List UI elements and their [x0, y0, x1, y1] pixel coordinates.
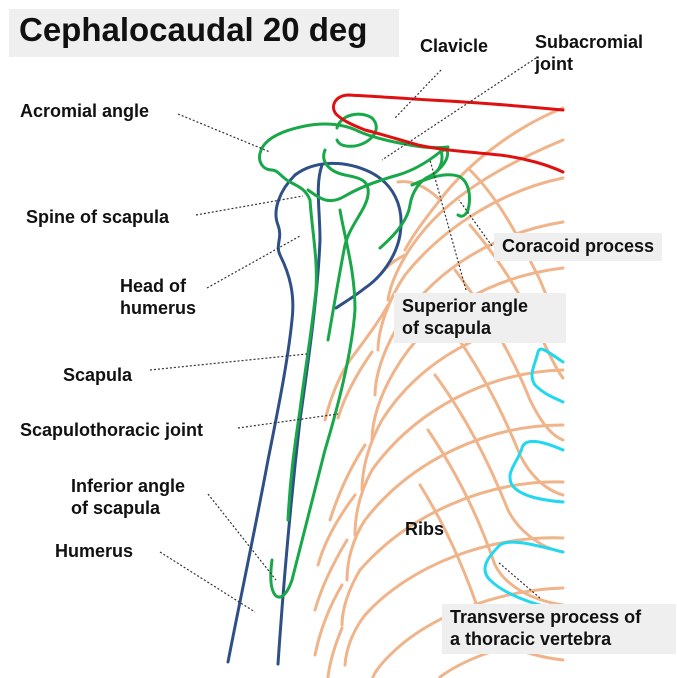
acromial-angle-outline — [258, 146, 312, 202]
humeral-head-outline — [226, 173, 297, 664]
label-coracoid-process: Coracoid process — [494, 233, 663, 261]
label-superior-angle-of-scapula: Superior angle of scapula — [394, 293, 566, 343]
rib-3 — [376, 176, 565, 352]
rib-inner-5 — [433, 373, 565, 554]
transverse-process-1 — [530, 347, 565, 404]
transverse-processes — [483, 347, 565, 612]
rib-inner-4 — [443, 318, 565, 497]
leader-superior-angle — [429, 159, 467, 291]
rib-back-8 — [313, 583, 344, 657]
label-transverse-process: Transverse process of a thoracic vertebr… — [442, 604, 676, 654]
rib-2 — [386, 138, 565, 302]
rib-back-5 — [328, 443, 367, 522]
rib-11 — [371, 586, 565, 678]
label-acromial-angle: Acromial angle — [20, 101, 150, 121]
leader-scapulothoracic — [237, 413, 339, 429]
label-subacromial-joint: Subacromial joint — [535, 32, 644, 74]
page-title: Cephalocaudal 20 deg — [9, 9, 399, 57]
leader-humerus — [159, 551, 256, 613]
leader-head-of-humerus — [206, 235, 301, 289]
rib-back-6 — [316, 493, 357, 567]
label-humerus: Humerus — [55, 541, 134, 561]
rib-back-9 — [326, 626, 344, 678]
rib-7 — [353, 368, 565, 537]
scapula-lateral-border — [286, 198, 318, 522]
rib-back-4 — [336, 350, 374, 420]
leader-lines — [149, 57, 541, 613]
clavicle-outline — [332, 93, 565, 174]
scapula-group — [258, 112, 472, 599]
leader-subacromial — [381, 57, 537, 161]
rib-1 — [403, 106, 565, 252]
label-ribs: Ribs — [405, 519, 445, 539]
rib-back-3 — [323, 303, 390, 422]
scapular-spine-lower — [306, 148, 450, 203]
leader-inferior-angle — [207, 493, 277, 581]
leader-scapula — [149, 353, 308, 371]
label-head-of-humerus: Head of humerus — [120, 276, 197, 318]
leader-coracoid — [458, 199, 493, 247]
coracoid-outline — [410, 173, 472, 218]
label-spine-of-scapula: Spine of scapula — [26, 207, 170, 227]
rib-8 — [345, 423, 565, 582]
label-scapula: Scapula — [63, 365, 133, 385]
acromion-outline — [335, 112, 378, 148]
rib-inner-6 — [426, 428, 565, 607]
transverse-process-3 — [483, 540, 565, 612]
label-clavicle: Clavicle — [420, 36, 489, 56]
humeral-head-cap — [293, 161, 403, 310]
superior-angle-outline — [378, 146, 444, 250]
label-inferior-angle-of-scapula: Inferior angle of scapula — [71, 476, 186, 518]
leader-clavicle — [394, 69, 442, 119]
leader-transverse-process — [497, 561, 541, 599]
rib-back-7 — [313, 538, 349, 612]
rib-5 — [370, 266, 565, 442]
leader-spine-of-scapula — [195, 195, 304, 216]
scapula-inner-fold — [322, 148, 370, 342]
label-scapulothoracic-joint: Scapulothoracic joint — [20, 420, 204, 440]
transverse-process-2 — [508, 440, 565, 504]
rib-9 — [340, 480, 565, 627]
leader-acromial-angle — [177, 113, 271, 153]
scapula-medial-border — [269, 208, 357, 599]
